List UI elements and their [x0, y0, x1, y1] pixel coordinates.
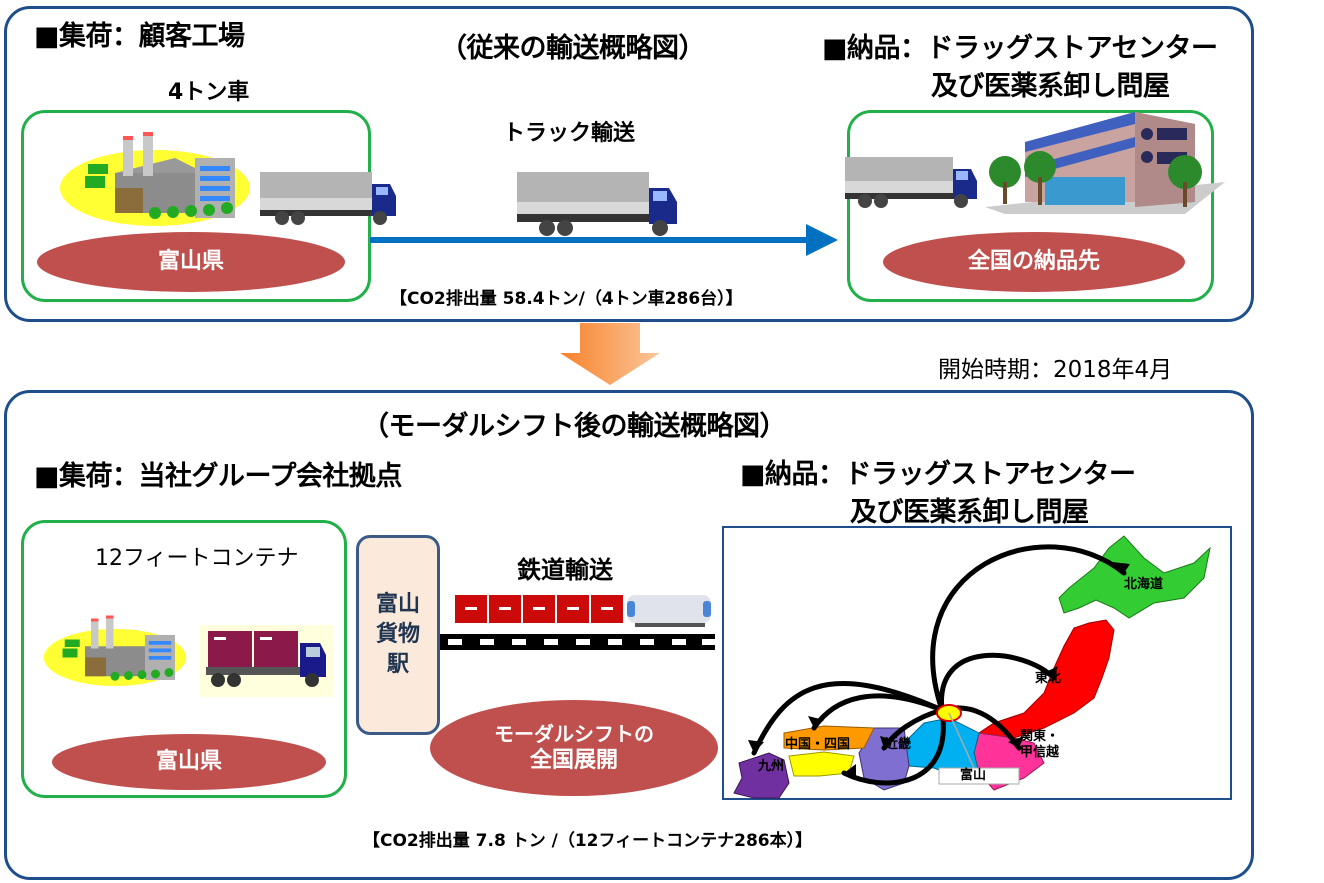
map-label-kinki: 近畿	[885, 737, 912, 752]
map-label-toyama: 富山	[960, 768, 987, 783]
factory-icon	[60, 132, 250, 226]
before-title: （従来の輸送概略図）	[440, 33, 706, 64]
toyama-freight-station: 富山 貨物 駅	[356, 535, 440, 735]
down-arrow-icon	[560, 323, 660, 385]
warehouse-building-icon	[985, 112, 1225, 214]
japan-map-icon	[733, 535, 1211, 799]
factory-icon	[43, 615, 187, 686]
truck-icon	[517, 172, 677, 236]
before-origin-oval: 富山県	[37, 232, 345, 292]
container-label: 12フィートコンテナ	[95, 546, 299, 571]
after-title: （モーダルシフト後の輸送概略図）	[362, 411, 787, 442]
start-date: 開始時期：2018年4月	[938, 357, 1173, 383]
after-co2-note: 【CO2排出量 7.8 トン /（12フィートコンテナ286本）】	[363, 831, 813, 851]
before-delivery-heading-line2: 及び医薬系卸し問屋	[931, 71, 1170, 102]
truck-icon	[845, 157, 977, 208]
map-label-kyushu: 九州	[758, 759, 785, 774]
vehicle-label: 4トン車	[168, 80, 250, 105]
map-label-hokkaido: 北海道	[1124, 577, 1164, 592]
before-co2-note: 【CO2排出量 58.4トン/（4トン車286台）】	[390, 289, 743, 309]
railway-track-icon	[440, 634, 716, 650]
expansion-line2: 全国展開	[529, 747, 618, 773]
map-label-kanto-line2: 甲信越	[1020, 745, 1060, 760]
rail-transport-label: 鉄道輸送	[517, 556, 613, 584]
region-kinki	[858, 727, 910, 791]
container-truck-icon	[200, 625, 334, 697]
expansion-line1: モーダルシフトの	[494, 721, 654, 746]
before-destination-oval: 全国の納品先	[883, 232, 1185, 292]
truck-route-arrow	[370, 224, 838, 256]
after-origin-oval: 富山県	[52, 734, 326, 790]
region-kyushu	[733, 752, 790, 799]
before-pickup-heading: ■集荷：顧客工場	[34, 21, 245, 52]
after-delivery-heading-line2: 及び医薬系卸し問屋	[850, 497, 1089, 528]
freight-train-icon	[455, 595, 711, 627]
region-chugoku	[783, 725, 875, 751]
nationwide-expansion-oval: モーダルシフトの 全国展開	[430, 700, 718, 796]
region-hokkaido	[1058, 535, 1211, 619]
map-label-tohoku: 東北	[1035, 671, 1062, 686]
after-pickup-heading: ■集荷：当社グループ会社拠点	[34, 461, 402, 492]
truck-icon	[260, 172, 396, 225]
before-delivery-heading-line1: ■納品：ドラッグストアセンター	[822, 33, 1218, 64]
station-line1: 富山	[375, 592, 420, 618]
map-label-chugoku-shikoku: 中国・四国	[785, 737, 851, 752]
map-label-kanto-line1: 関東・	[1020, 729, 1060, 744]
station-line3: 駅	[386, 651, 409, 677]
after-delivery-heading-line1: ■納品：ドラッグストアセンター	[740, 459, 1136, 490]
station-line2: 貨物	[375, 622, 420, 648]
truck-transport-label: トラック輸送	[503, 121, 636, 146]
